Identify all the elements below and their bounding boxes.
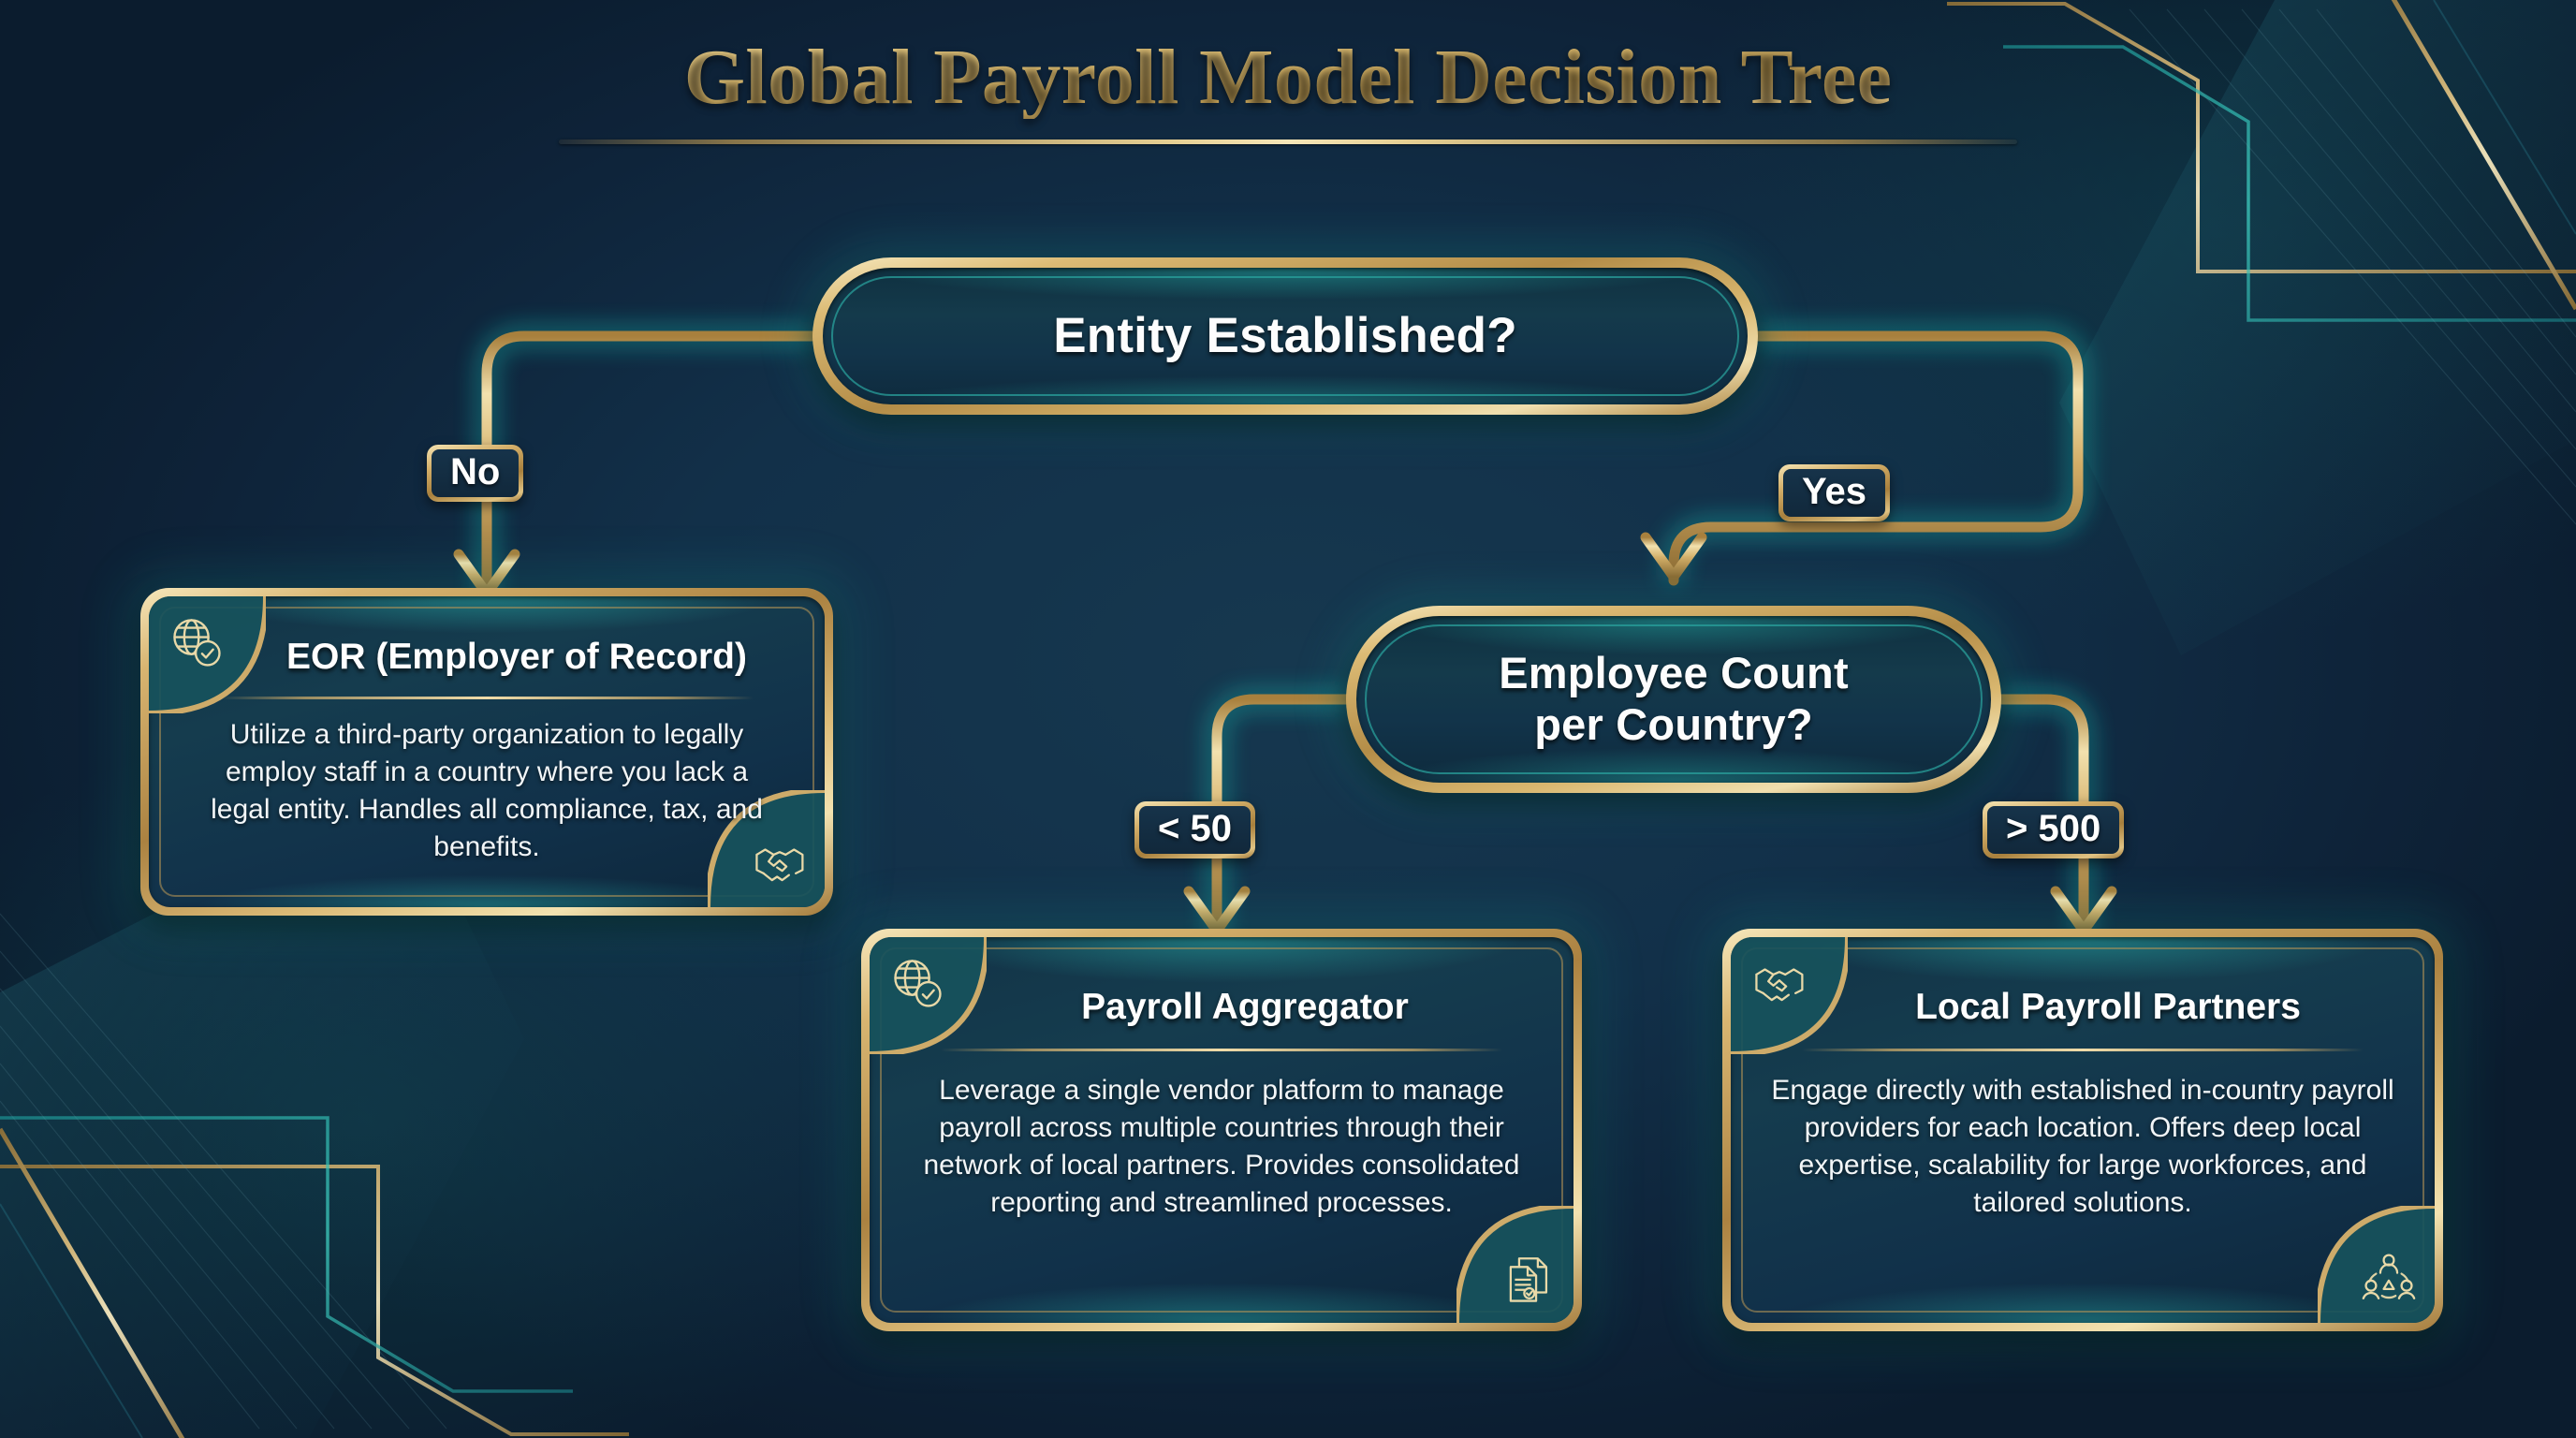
documents-check-icon xyxy=(1509,1257,1548,1302)
leaf-card-body-text: Engage directly with established in-coun… xyxy=(1771,1074,2394,1218)
edge-label-text: > 500 xyxy=(2006,808,2101,849)
decision-node-body: Entity Established? xyxy=(823,268,1748,404)
edge-label-no[interactable]: No xyxy=(427,445,524,502)
edge-label-less-than-50[interactable]: < 50 xyxy=(1134,801,1255,858)
edge-label-text: Yes xyxy=(1802,471,1866,512)
edge-label-text: < 50 xyxy=(1158,808,1232,849)
edge-label-body: Yes xyxy=(1783,469,1885,517)
globe-check-icon xyxy=(173,619,221,667)
arrowhead-gt500 xyxy=(2050,886,2117,936)
corner-fan-top-left xyxy=(149,596,266,713)
arrowhead-lt50 xyxy=(1183,886,1251,936)
edge-label-text: No xyxy=(450,451,501,492)
edge-label-greater-than-500[interactable]: > 500 xyxy=(1983,801,2125,858)
handshake-icon xyxy=(755,848,804,882)
handshake-icon xyxy=(1755,968,1804,1002)
leaf-card-divider xyxy=(1802,1048,2364,1051)
title-underline xyxy=(559,139,2017,145)
leaf-card-body-text: Utilize a third-party organization to le… xyxy=(211,718,763,862)
leaf-card-title: Local Payroll Partners xyxy=(1915,987,2301,1027)
leaf-card-body: EOR (Employer of Record) Utilize a third… xyxy=(149,596,825,907)
corner-fan-bottom-right xyxy=(708,790,825,907)
edge-label-body: > 500 xyxy=(1987,806,2120,854)
decision-node-label-line1: Employee Count xyxy=(1499,648,1849,698)
corner-fan-top-left xyxy=(870,937,987,1054)
edge-label-body: < 50 xyxy=(1139,806,1251,854)
team-network-icon xyxy=(2362,1254,2416,1299)
leaf-card-eor[interactable]: EOR (Employer of Record) Utilize a third… xyxy=(140,588,833,916)
decision-node-body: Employee Count per Country? xyxy=(1356,616,1991,783)
leaf-card-local-payroll-partners[interactable]: Local Payroll Partners Engage directly w… xyxy=(1722,929,2443,1331)
globe-check-icon xyxy=(894,960,942,1007)
edge-label-yes[interactable]: Yes xyxy=(1778,464,1890,521)
title-block: Global Payroll Model Decision Tree xyxy=(0,36,2576,145)
corner-fan-top-left xyxy=(1731,937,1848,1054)
leaf-card-body-text: Leverage a single vendor platform to man… xyxy=(923,1074,1520,1218)
leaf-card-title: EOR (Employer of Record) xyxy=(286,637,747,677)
leaf-card-payroll-aggregator[interactable]: Payroll Aggregator Leverage a single ven… xyxy=(861,929,1582,1331)
decision-node-employee-count[interactable]: Employee Count per Country? xyxy=(1346,606,2001,793)
edge-label-body: No xyxy=(432,449,520,497)
leaf-card-title: Payroll Aggregator xyxy=(1081,987,1409,1027)
arrowhead-yes xyxy=(1640,532,1707,582)
leaf-card-body: Local Payroll Partners Engage directly w… xyxy=(1731,937,2435,1323)
leaf-card-divider xyxy=(941,1048,1502,1051)
leaf-card-body: Payroll Aggregator Leverage a single ven… xyxy=(870,937,1573,1323)
page-title: Global Payroll Model Decision Tree xyxy=(0,36,2576,119)
decision-node-entity-established[interactable]: Entity Established? xyxy=(812,257,1758,415)
decision-node-label: Entity Established? xyxy=(1053,308,1517,364)
corner-fan-bottom-right xyxy=(1456,1206,1573,1323)
decision-node-label-line2: per Country? xyxy=(1534,699,1813,749)
corner-fan-bottom-right xyxy=(2318,1206,2435,1323)
decision-node-label: Employee Count per Country? xyxy=(1499,648,1849,750)
leaf-card-divider xyxy=(220,696,754,699)
